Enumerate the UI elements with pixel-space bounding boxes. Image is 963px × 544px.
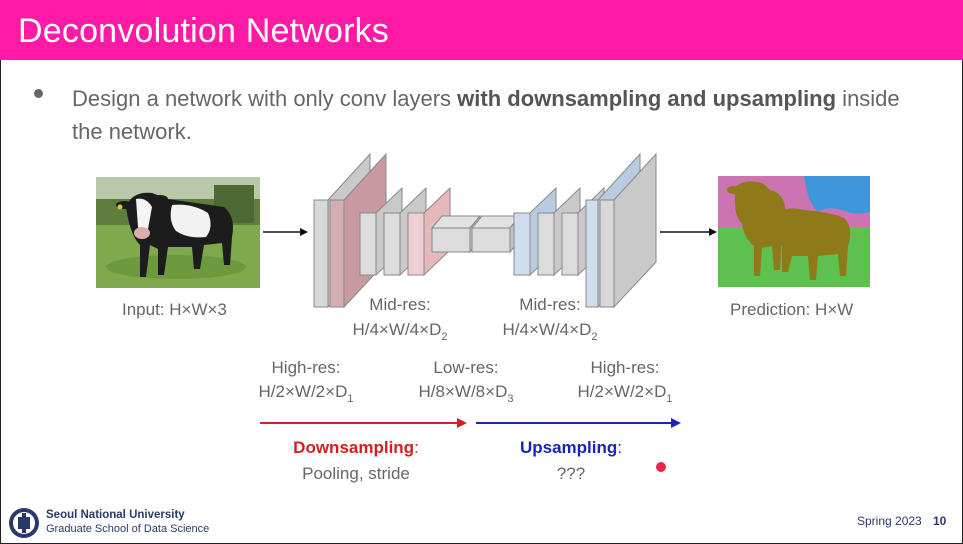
midres-left-title: Mid-res: (369, 295, 431, 314)
decoder-layer-5 (599, 152, 657, 309)
midres-left-dims-row: H/4×W/4×D2 (340, 317, 460, 350)
midres-left-label: Mid-res: H/4×W/4×D2 (340, 292, 460, 350)
downsampling-arrow-head (457, 418, 467, 428)
upsampling-colon: : (617, 438, 623, 457)
downsampling-desc: Pooling, stride (302, 464, 410, 483)
bullet-bold: with downsampling and upsampling (457, 86, 837, 111)
school-name: Graduate School of Data Science (46, 523, 210, 535)
midres-right-sub: 2 (591, 331, 598, 343)
highres-left-dims-row: H/2×W/2×D1 (250, 380, 362, 411)
lowres-dims-row: H/8×W/8×D3 (410, 380, 522, 411)
midres-right-title: Mid-res: (519, 295, 581, 314)
bullet-icon (34, 89, 43, 98)
lowres-title: Low-res: (433, 358, 499, 377)
midres-left-sub: 2 (441, 331, 448, 343)
midres-left-dims: H/4×W/4×D (352, 320, 442, 339)
prediction-label: Prediction: H×W (730, 300, 854, 319)
bottleneck-layer-2 (470, 214, 522, 254)
highres-right-label: High-res: H/2×W/2×D1 (569, 356, 681, 411)
upsampling-title-row: Upsampling: (506, 435, 636, 461)
downsampling-title-row: Downsampling: (286, 435, 426, 461)
highres-right-dims: H/2×W/2×D (577, 382, 667, 401)
bullet-text: Design a network with only conv layers w… (72, 82, 932, 148)
midres-right-label: Mid-res: H/4×W/4×D2 (490, 292, 610, 350)
page-number: 10 (933, 514, 947, 528)
input-arrow-head (300, 228, 308, 236)
highres-left-title: High-res: (271, 358, 341, 377)
output-arrow-head (709, 228, 717, 236)
lowres-sub: 3 (507, 393, 514, 405)
term-label: Spring 2023 (857, 514, 922, 528)
highres-left-dims: H/2×W/2×D (258, 382, 348, 401)
midres-right-dims: H/4×W/4×D (502, 320, 592, 339)
university-name: Seoul National University (46, 509, 185, 521)
downsampling-colon: : (414, 438, 419, 457)
bullet-prefix: Design a network with only conv layers (72, 86, 458, 111)
midres-right-dims-row: H/4×W/4×D2 (490, 317, 610, 350)
highres-left-sub: 1 (347, 393, 354, 405)
upsampling-arrow-head (671, 418, 681, 428)
input-cow-image (96, 177, 260, 288)
prediction-segmentation-image (718, 176, 870, 287)
upsampling-title: Upsampling (519, 438, 618, 457)
downsampling-title: Downsampling (293, 438, 415, 457)
input-label: Input: H×W×3 (122, 300, 227, 319)
highres-right-dims-row: H/2×W/2×D1 (569, 380, 681, 411)
upsampling-label: Upsampling: ??? (506, 435, 636, 487)
highres-right-title: High-res: (590, 358, 660, 377)
university-emblem-icon (9, 508, 39, 538)
title-bar: Deconvolution Networks (0, 0, 963, 60)
highres-left-label: High-res: H/2×W/2×D1 (250, 356, 362, 411)
lowres-dims: H/8×W/8×D (418, 382, 508, 401)
slide-title: Deconvolution Networks (18, 12, 390, 50)
highres-right-sub: 1 (666, 393, 673, 405)
lowres-label: Low-res: H/8×W/8×D3 (410, 356, 522, 411)
bullet-suffix: inside the network. (72, 86, 900, 144)
downsampling-label: Downsampling: Pooling, stride (286, 435, 426, 487)
upsampling-desc: ??? (556, 464, 586, 483)
pointer-dot (656, 462, 666, 472)
